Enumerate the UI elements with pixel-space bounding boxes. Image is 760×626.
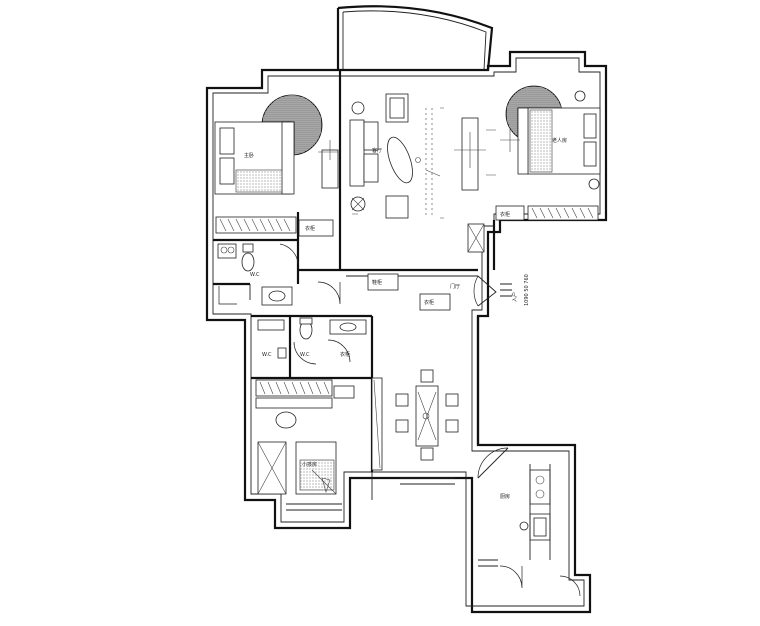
- label-wardrobe-d: 衣柜: [340, 351, 350, 358]
- room-label-foyer: 门厅: [450, 283, 460, 290]
- chair-icon: [275, 411, 297, 429]
- wardrobe-tag: [298, 219, 334, 237]
- dining-chair: [445, 393, 459, 407]
- toilet-tank: [242, 243, 254, 253]
- bench: [281, 121, 295, 195]
- kitchen: 厨房: [477, 447, 581, 597]
- bench: [517, 107, 529, 175]
- door-arc: [499, 565, 523, 589]
- sofa-back: [349, 119, 365, 187]
- armchair-seat: [389, 97, 405, 119]
- dining-chair: [395, 393, 409, 407]
- outer-walls: [205, 5, 608, 614]
- toilet-tank: [299, 317, 313, 325]
- label-wardrobe-b: 衣柜: [500, 211, 510, 218]
- tag: [333, 385, 355, 399]
- lamp-icon: [574, 90, 586, 102]
- wardrobe-tag: [495, 205, 525, 221]
- label-entrance-dims: 1090 50 760: [524, 274, 530, 306]
- sink-basin: [533, 517, 547, 537]
- dining-chair: [445, 419, 459, 433]
- door-arc: [559, 575, 581, 597]
- living-room: 客厅: [349, 93, 496, 219]
- foyer: 鞋柜 衣柜 门厅 入户 1090 50 760: [317, 273, 530, 311]
- pillow: [219, 127, 235, 155]
- entrance-door: [473, 275, 479, 307]
- lamp-icon: [351, 101, 365, 115]
- dining-area: [395, 369, 459, 461]
- dining-chair: [420, 369, 434, 383]
- lamp-icon: [588, 178, 600, 190]
- crosshair: [318, 140, 338, 160]
- armchair: [385, 195, 409, 219]
- study-bedroom: 小孩房: [255, 377, 383, 495]
- fixture-icon: [519, 521, 529, 531]
- room-label-living-room: 客厅: [372, 147, 382, 154]
- desk: [255, 397, 333, 409]
- room-label-wc-master: W.C: [250, 272, 260, 278]
- door-arc: [317, 281, 341, 305]
- cabinet: [419, 293, 451, 311]
- pillow: [583, 141, 597, 167]
- room-label-wc-1: W.C: [262, 352, 272, 358]
- room-label-wc-2: W.C: [300, 352, 310, 358]
- fixture: [277, 347, 287, 359]
- master-bedroom: 主卧 衣柜: [214, 94, 339, 237]
- bed-cover: [529, 109, 553, 173]
- sink-icon: [268, 290, 286, 302]
- lower-wcs: W.C W.C 衣柜: [257, 317, 367, 365]
- dining-chair: [420, 447, 434, 461]
- pillow: [219, 157, 235, 185]
- room-label-entrance: 入户: [511, 292, 518, 302]
- kitchen-door: [477, 447, 509, 479]
- wardrobe: [527, 205, 599, 221]
- sink-icon: [339, 322, 357, 332]
- counter: [257, 319, 285, 331]
- coffee-table: [387, 136, 413, 184]
- toilet-icon: [241, 252, 255, 272]
- label-wardrobe-c: 衣柜: [424, 299, 434, 306]
- room-label-kitchen: 厨房: [500, 493, 510, 500]
- stove: [529, 469, 551, 505]
- dining-chair: [395, 419, 409, 433]
- room-label-study-bedroom: 小孩房: [302, 461, 317, 468]
- room-label-second-bedroom: 老人房: [552, 137, 567, 144]
- bookshelf: [255, 379, 333, 397]
- room-label-master-bedroom: 主卧: [244, 152, 254, 159]
- pillow: [583, 113, 597, 139]
- label-shoe-cabinet: 鞋柜: [372, 279, 382, 286]
- sofa-seat: [363, 121, 379, 151]
- wardrobe: [215, 216, 297, 234]
- second-bedroom: 老人房 衣柜: [467, 85, 601, 253]
- master-wc: W.C: [217, 243, 299, 306]
- sofa-seat: [363, 153, 379, 183]
- label-wardrobe-a: 衣柜: [305, 225, 315, 232]
- shoe-cabinet: [367, 273, 399, 291]
